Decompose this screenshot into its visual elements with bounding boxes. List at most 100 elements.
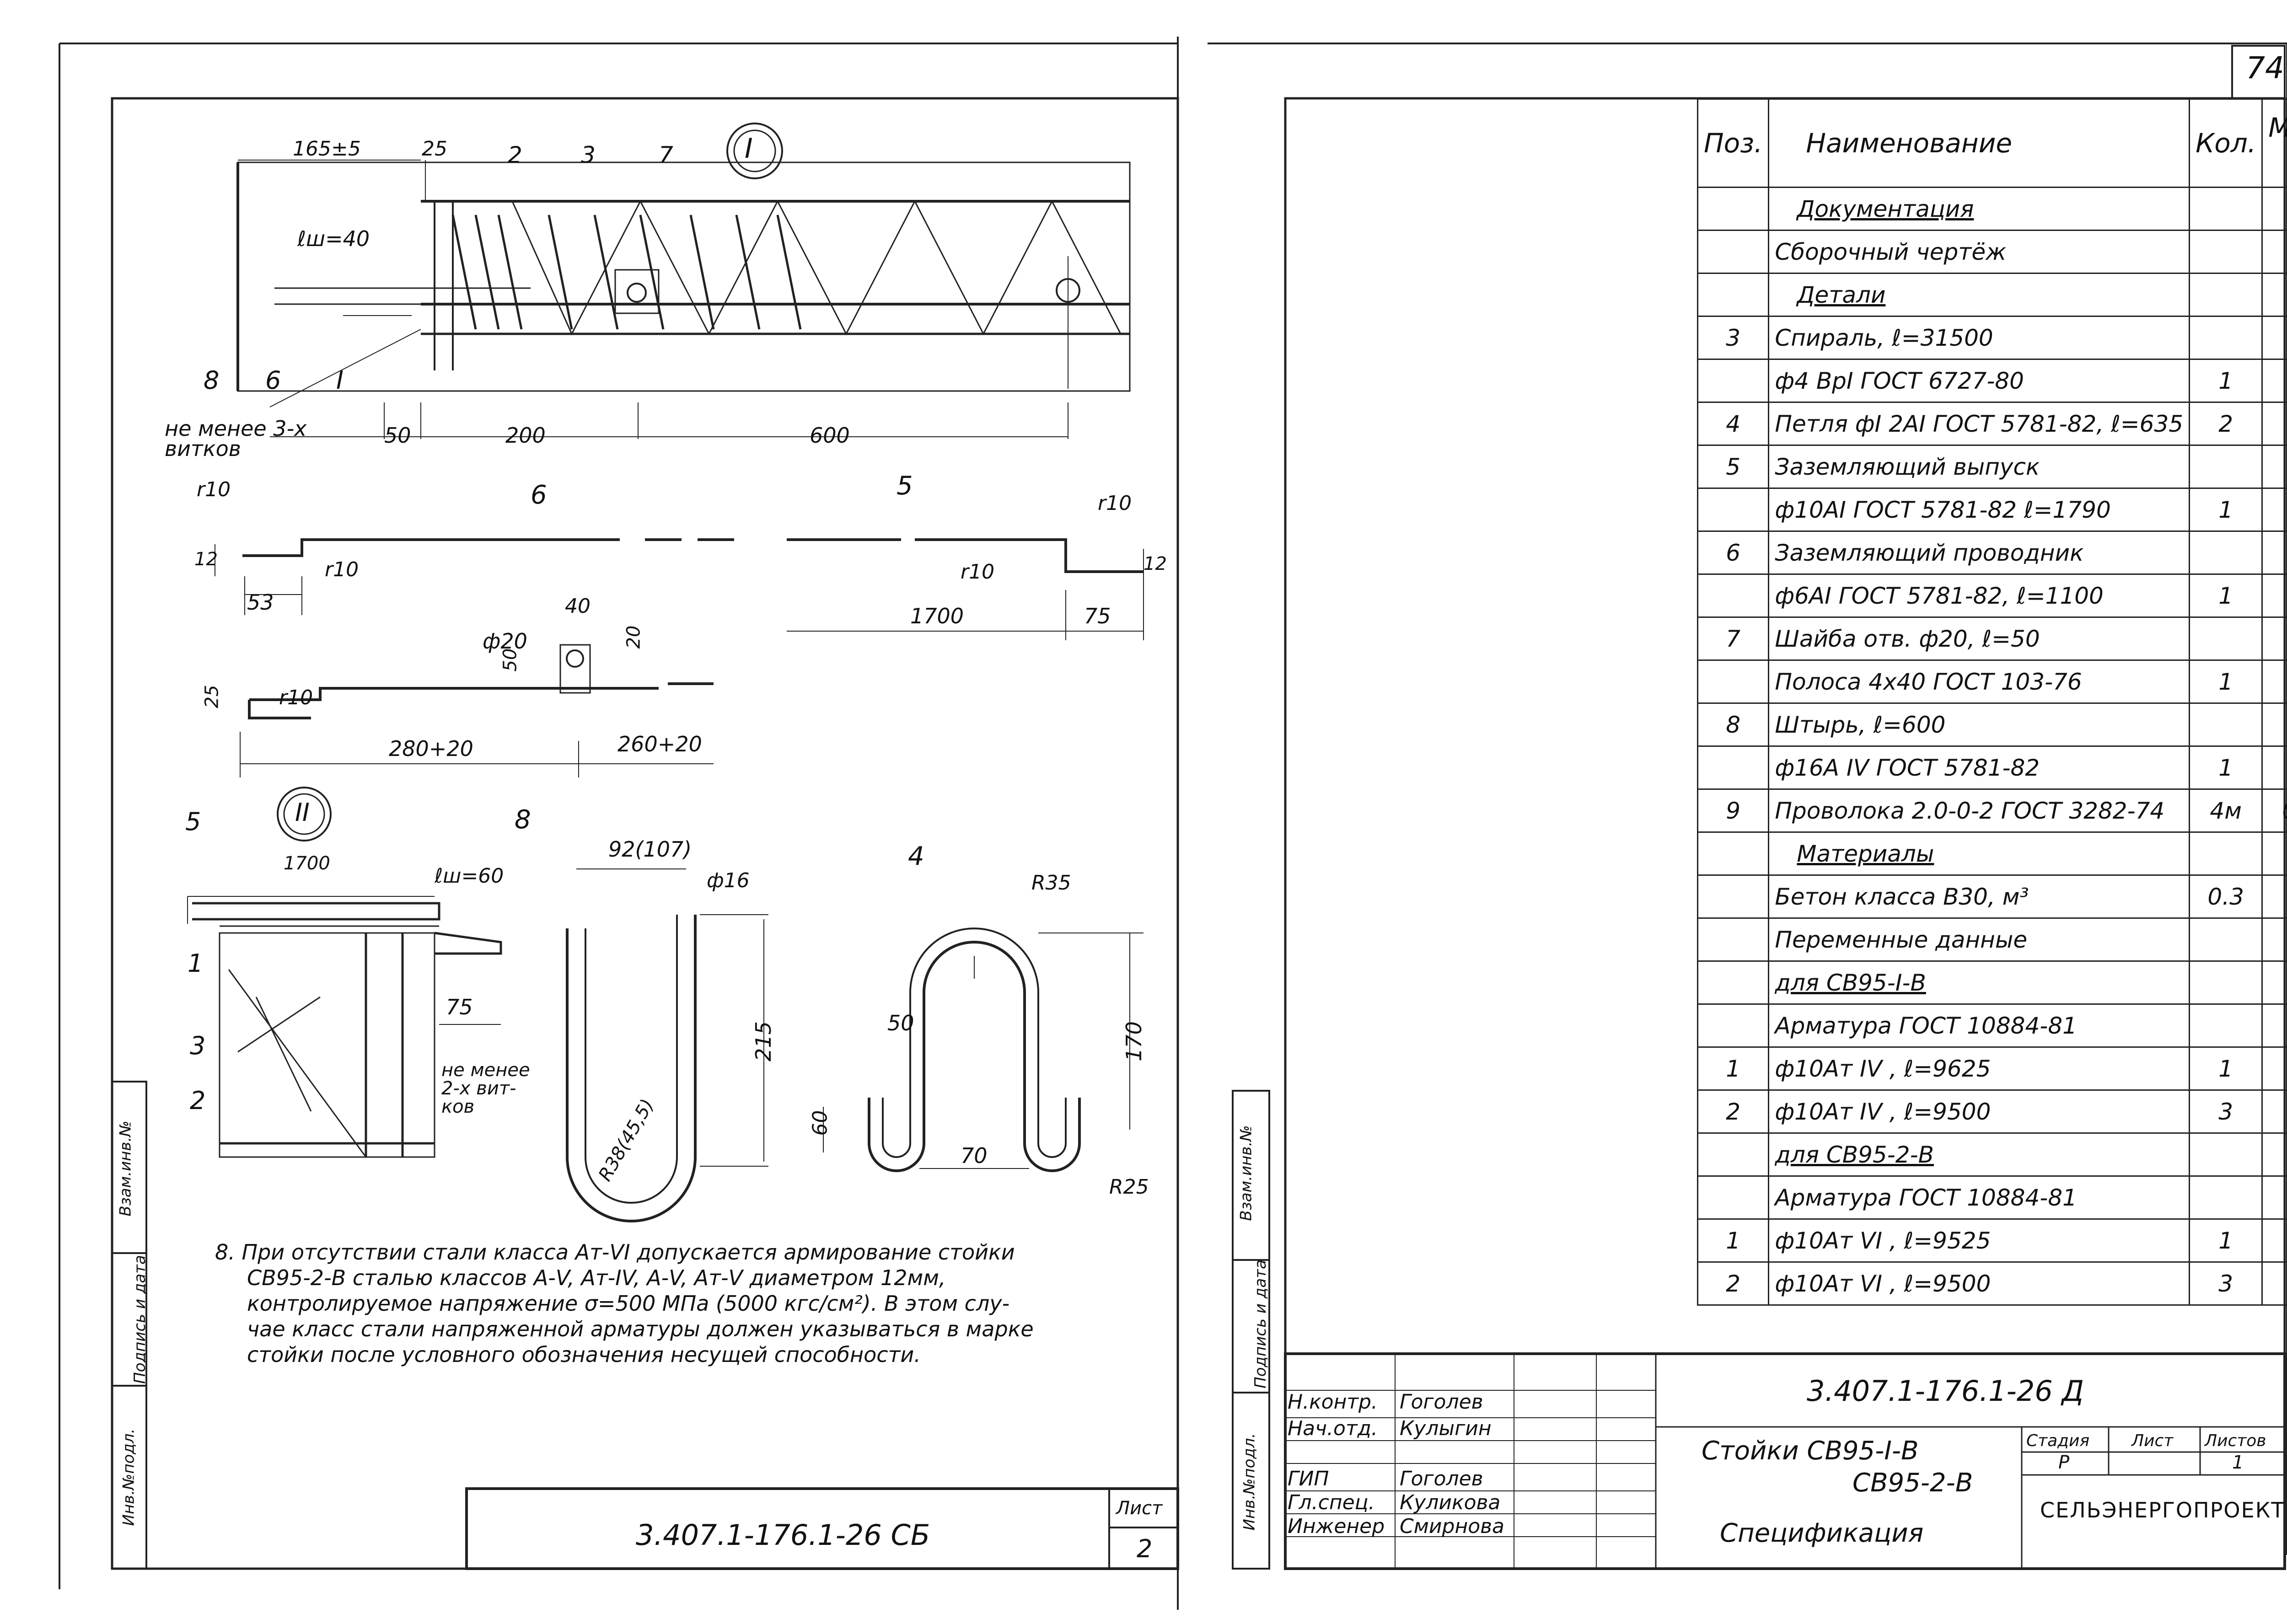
spec-qty-cell: [2189, 917, 2263, 962]
part6-r-low: r10: [325, 558, 359, 581]
sheet-label: Лист: [2131, 1431, 2174, 1450]
part4-r2: R25: [1109, 1175, 1149, 1199]
part8-d: ф16: [707, 869, 750, 892]
detail-1-note: не менее 3-х витков: [165, 416, 307, 461]
spec-mass-cell: 0.025: [2261, 788, 2287, 833]
spec-pos-cell: [1696, 359, 1770, 403]
sheet-value: 1: [2232, 1452, 2244, 1473]
note-line: СВ95-2-В сталью классов А-V, Ат-IV, А-V,…: [247, 1265, 946, 1290]
stamp-orig-inv-right: Инв.№подл.: [1240, 1433, 1259, 1531]
spec-name-cell: Детали: [1768, 273, 2190, 317]
spec-pos-cell: [1696, 1175, 1770, 1220]
spec-pos-cell: 2: [1696, 1089, 1770, 1134]
spec-pos-cell: [1696, 917, 1770, 962]
spec-row: Материалы: [1696, 831, 2287, 876]
spec-name-cell: Заземляющий проводник: [1768, 531, 2190, 575]
part7-len2: 260+20: [617, 732, 702, 756]
role-cell: Нач.отд.: [1288, 1417, 1378, 1440]
spec-name-cell: для СВ95-I-В: [1768, 960, 2190, 1005]
col-mass-header: Масса, кг: [2261, 98, 2287, 188]
spec-row: Сборочный чертёж: [1696, 230, 2287, 274]
callout-3: 3: [581, 142, 596, 168]
callout-2: 2: [508, 142, 522, 168]
spec-row: ф10АI ГОСТ 5781-82 ℓ=179011.1: [1696, 488, 2287, 532]
spec-qty-cell: [2189, 702, 2263, 747]
col-name-header: Наименование: [1768, 98, 2190, 188]
col-pos-header: Поз.: [1696, 98, 1770, 188]
part8-label: 8: [515, 805, 531, 835]
spec-pos-cell: 1: [1696, 1218, 1770, 1263]
spec-pos-cell: [1696, 187, 1770, 231]
spec-name-cell: ф16А IV ГОСТ 5781-82: [1768, 745, 2190, 790]
callout-8: 8: [204, 366, 220, 395]
spec-pos-cell: [1696, 230, 1770, 274]
note-line: 8. При отсутствии стали класса Ат-VI доп…: [215, 1240, 1015, 1265]
spec-name-cell: Шайба отв. ф20, ℓ=50: [1768, 616, 2190, 661]
spec-pos-cell: 4: [1696, 402, 1770, 446]
spec-name-cell: Штырь, ℓ=600: [1768, 702, 2190, 747]
spec-mass-cell: [2261, 230, 2287, 274]
part5-r-low: r10: [961, 560, 995, 584]
spec-mass-cell: 5.8: [2261, 1089, 2287, 1134]
spec-name-cell: Заземляющий выпуск: [1768, 445, 2190, 489]
detail2-callout-1: 1: [188, 949, 204, 978]
part7-h: 50: [499, 648, 521, 672]
spec-pos-cell: [1696, 1132, 1770, 1177]
part5-h: 12: [1144, 553, 1167, 574]
sheets-label: Листов: [2205, 1431, 2266, 1450]
detail2-callout-3: 3: [190, 1031, 206, 1060]
part6-w: 53: [247, 590, 274, 615]
detail2-callout-5: 5: [185, 807, 201, 836]
role-cell: Гл.спец.: [1288, 1491, 1375, 1514]
spec-mass-cell: 0.56: [2261, 402, 2287, 446]
dim-600: 600: [810, 423, 850, 448]
spec-qty-cell: [2189, 187, 2263, 231]
spec-mass-cell: [2261, 960, 2287, 1005]
stamp-replace-inv-right: Взам.инв.№: [1237, 1125, 1256, 1221]
spec-mass-cell: [2261, 874, 2287, 919]
spec-name-cell: Материалы: [1768, 831, 2190, 876]
spec-qty-cell: [2189, 531, 2263, 575]
spec-mass-cell: .: [2261, 702, 2287, 747]
spec-mass-cell: 1.1: [2261, 488, 2287, 532]
spec-row: ф16А IV ГОСТ 5781-8210.95: [1696, 745, 2287, 790]
spec-row: Арматура ГОСТ 10884-81: [1696, 1175, 2287, 1220]
spec-qty-cell: 3: [2189, 1261, 2263, 1306]
col-qty-header: Кол.: [2189, 98, 2263, 188]
name-cell: Гоголев: [1400, 1390, 1483, 1414]
role-cell: ГИП: [1288, 1467, 1329, 1490]
spec-name-cell: Арматура ГОСТ 10884-81: [1768, 1175, 2190, 1220]
product-title-1: Стойки СВ95-I-В: [1702, 1436, 1919, 1466]
spec-qty-cell: 1: [2189, 573, 2263, 618]
spec-mass-cell: 3.1: [2261, 359, 2287, 403]
spec-qty-cell: 1: [2189, 745, 2263, 790]
spec-name-cell: Спираль, ℓ=31500: [1768, 316, 2190, 360]
stage-label: Стадия: [2026, 1431, 2090, 1450]
spec-qty-cell: 1: [2189, 659, 2263, 704]
left-doc-code: 3.407.1-176.1-26 СБ: [636, 1518, 930, 1552]
detail2-note: не менее 2-х вит-ков: [441, 1060, 530, 1117]
sheet-number: 74: [2246, 50, 2284, 86]
note-block: 8. При отсутствии стали класса Ат-VI доп…: [215, 1239, 1166, 1367]
part4-h2: 170: [1121, 1021, 1146, 1061]
section-mark-one: I: [745, 133, 753, 165]
spec-mass-cell: [2261, 616, 2287, 661]
left-sheet-number: 2: [1137, 1534, 1153, 1563]
spec-row: Детали: [1696, 273, 2287, 317]
note-line: контролируемое напряжение σ=500 МПа (500…: [247, 1291, 1010, 1316]
section-mark-two: II: [295, 798, 310, 827]
dim-top-left: 165±5: [293, 137, 361, 161]
spec-row: Переменные данные: [1696, 917, 2287, 962]
spec-pos-cell: [1696, 960, 1770, 1005]
spec-pos-cell: [1696, 874, 1770, 919]
stamp-sign-date-right: Подпись и дата: [1251, 1260, 1270, 1388]
spec-pos-cell: 7: [1696, 616, 1770, 661]
stamp-orig-inv: Инв.№подл.: [119, 1428, 138, 1526]
